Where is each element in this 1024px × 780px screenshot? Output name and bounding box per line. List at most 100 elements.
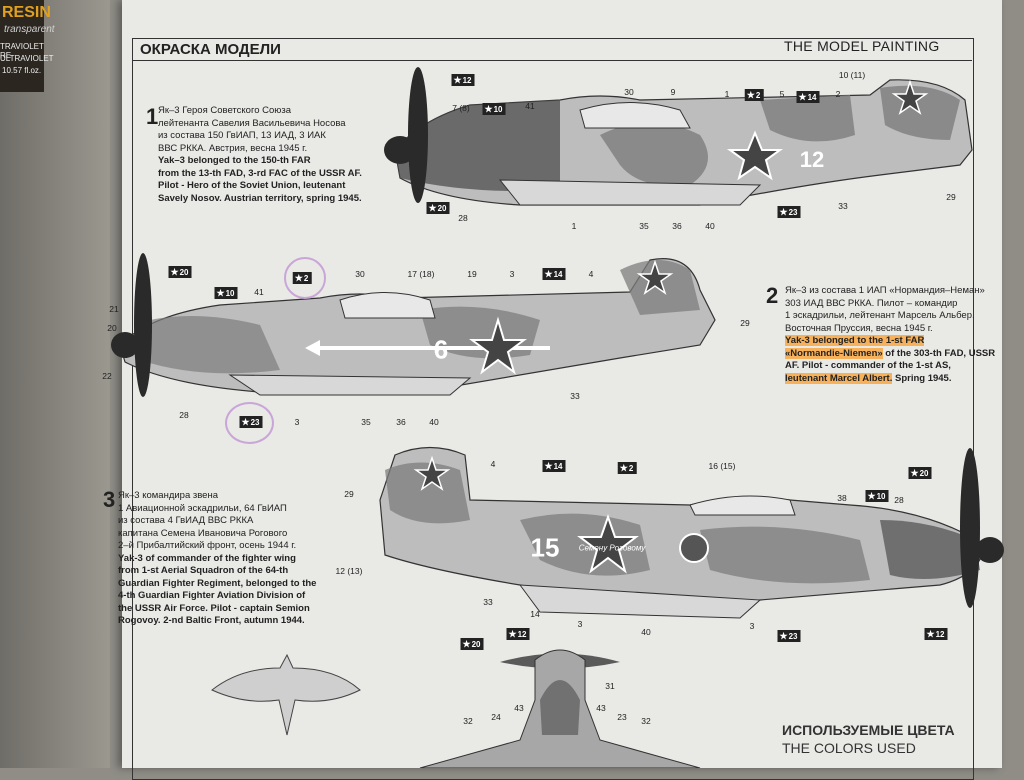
- plane-2-side-view: [111, 253, 716, 397]
- callout: 32: [641, 716, 651, 726]
- callout: 19: [467, 269, 477, 279]
- callout: 12 (13): [335, 566, 363, 576]
- callout: 7 (8): [452, 103, 470, 113]
- scheme-3-text-en: Yak-3 of commander of the fighter wing f…: [118, 552, 317, 627]
- highlight-circle: [284, 257, 326, 299]
- callout: 4: [490, 459, 496, 469]
- scheme-2-number: 2: [766, 283, 779, 308]
- scheme-2-highlight-1: Yak-3 belonged to the 1-st FAR: [785, 335, 925, 346]
- callout: 4: [588, 269, 594, 279]
- callout: 3: [294, 417, 300, 427]
- scheme-2-highlight-3: leutenant Marcel Albert.: [785, 372, 893, 384]
- scheme-2-text-en-4: AF. Pilot - commander of the 1-st AS,: [785, 360, 951, 371]
- callout: 31: [605, 681, 615, 691]
- plane-2-tail-number: 6: [433, 334, 449, 365]
- callout: 22: [102, 371, 112, 381]
- decal-tag: ★12: [924, 628, 948, 640]
- callout: 41: [254, 287, 264, 297]
- callout: 33: [838, 201, 848, 211]
- callout: 21: [109, 304, 119, 314]
- callout: 40: [641, 627, 651, 637]
- callout: 1: [571, 221, 577, 231]
- callout: 40: [429, 417, 439, 427]
- callout: 16 (15): [708, 461, 736, 471]
- scheme-2-description: Як–3 из состава 1 ИАП «Нормандия–Неман» …: [785, 285, 995, 385]
- callout: 29: [946, 192, 956, 202]
- decal-tag: ★20: [168, 266, 192, 278]
- scheme-2-text-ru: Як–3 из состава 1 ИАП «Нормандия–Неман» …: [785, 285, 985, 334]
- callout: 3: [749, 621, 755, 631]
- callout: 28: [179, 410, 189, 420]
- scheme-1-number: 1: [146, 104, 159, 129]
- desk-background: [0, 0, 110, 768]
- decal-tag: ★20: [426, 202, 450, 214]
- callout: 23: [617, 712, 627, 722]
- page-title-en: THE MODEL PAINTING: [784, 38, 940, 54]
- scheme-1-text-ru: Як–3 Героя Советского Союза лейтенанта С…: [158, 105, 346, 154]
- decal-tag: ★20: [460, 638, 484, 650]
- callout: 30: [355, 269, 365, 279]
- callout: 43: [514, 703, 524, 713]
- callout: 3: [509, 269, 515, 279]
- decal-tag: ★23: [777, 630, 801, 642]
- bottle-brand: RESIN: [2, 4, 51, 21]
- callout: 30: [624, 87, 634, 97]
- plane-1-tail-number: 12: [799, 147, 825, 172]
- scheme-1-description: Як–3 Героя Советского Союза лейтенанта С…: [158, 105, 362, 205]
- scheme-3-number: 3: [103, 487, 116, 512]
- callout: 35: [639, 221, 649, 231]
- callout: 24: [491, 712, 501, 722]
- callout: 40: [705, 221, 715, 231]
- callout: 14: [530, 609, 540, 619]
- plane-4-top-view: [211, 649, 701, 768]
- scheme-3-description: Як–3 командира звена 1 Авиационной эскад…: [118, 490, 316, 628]
- callout: 3: [577, 619, 583, 629]
- callout: 10 (11): [838, 70, 866, 80]
- callout: 29: [740, 318, 750, 328]
- resin-bottle: RESIN transparent TRAVIOLET RE ULTRAVIOL…: [0, 0, 55, 92]
- scheme-2-text-en-5: Spring 1945.: [892, 372, 952, 384]
- bottle-line1: TRAVIOLET RE: [0, 42, 44, 60]
- decal-tag: ★2: [617, 462, 637, 474]
- callout: 2: [835, 89, 841, 99]
- callout: 17 (18): [407, 269, 435, 279]
- decal-tag: ★14: [542, 460, 566, 472]
- plane-3-inscription: Семену Роговому: [578, 543, 646, 553]
- plane-3-side-view: [379, 446, 1004, 619]
- decal-tag: ★2: [744, 89, 764, 101]
- callout: 5: [779, 89, 785, 99]
- bottle-line2: ULTRAVIOLET: [0, 54, 54, 63]
- callout: 1: [724, 89, 730, 99]
- scheme-3-text-ru: Як–3 командира звена 1 Авиационной эскад…: [118, 490, 297, 551]
- decal-tag: ★14: [796, 91, 820, 103]
- callout: 20: [107, 323, 117, 333]
- callout: 43: [596, 703, 606, 713]
- decal-tag: ★14: [542, 268, 566, 280]
- callout: 32: [463, 716, 473, 726]
- highlight-circle: [225, 402, 274, 444]
- callout: 36: [396, 417, 406, 427]
- plane-3-tail-number: 15: [530, 532, 560, 563]
- bottle-line3: 10.57 fl.oz.: [2, 66, 42, 75]
- colors-used-title-ru: ИСПОЛЬЗУЕМЫЕ ЦВЕТА: [782, 722, 955, 738]
- callout: 36: [672, 221, 682, 231]
- callout: 33: [570, 391, 580, 401]
- colors-used-title-en: THE COLORS USED: [782, 740, 916, 756]
- decal-tag: ★12: [451, 74, 475, 86]
- header-divider: [132, 60, 972, 61]
- scheme-2-text-en-3: of the 303-th FAD, USSR: [882, 347, 996, 359]
- decal-tag: ★10: [214, 287, 238, 299]
- callout: 38: [837, 493, 847, 503]
- callout: 33: [483, 597, 493, 607]
- bottle-sub: transparent: [4, 24, 55, 35]
- decal-tag: ★10: [482, 103, 506, 115]
- scheme-2-highlight-2: «Normandie-Niemen»: [785, 347, 883, 359]
- scheme-1-text-en: Yak–3 belonged to the 150-th FAR from th…: [158, 155, 362, 204]
- plane-1-side-view: [384, 67, 973, 206]
- callout: 35: [361, 417, 371, 427]
- decal-tag: ★23: [777, 206, 801, 218]
- decal-tag: ★20: [908, 467, 932, 479]
- callout: 28: [458, 213, 468, 223]
- decal-tag: ★10: [865, 490, 889, 502]
